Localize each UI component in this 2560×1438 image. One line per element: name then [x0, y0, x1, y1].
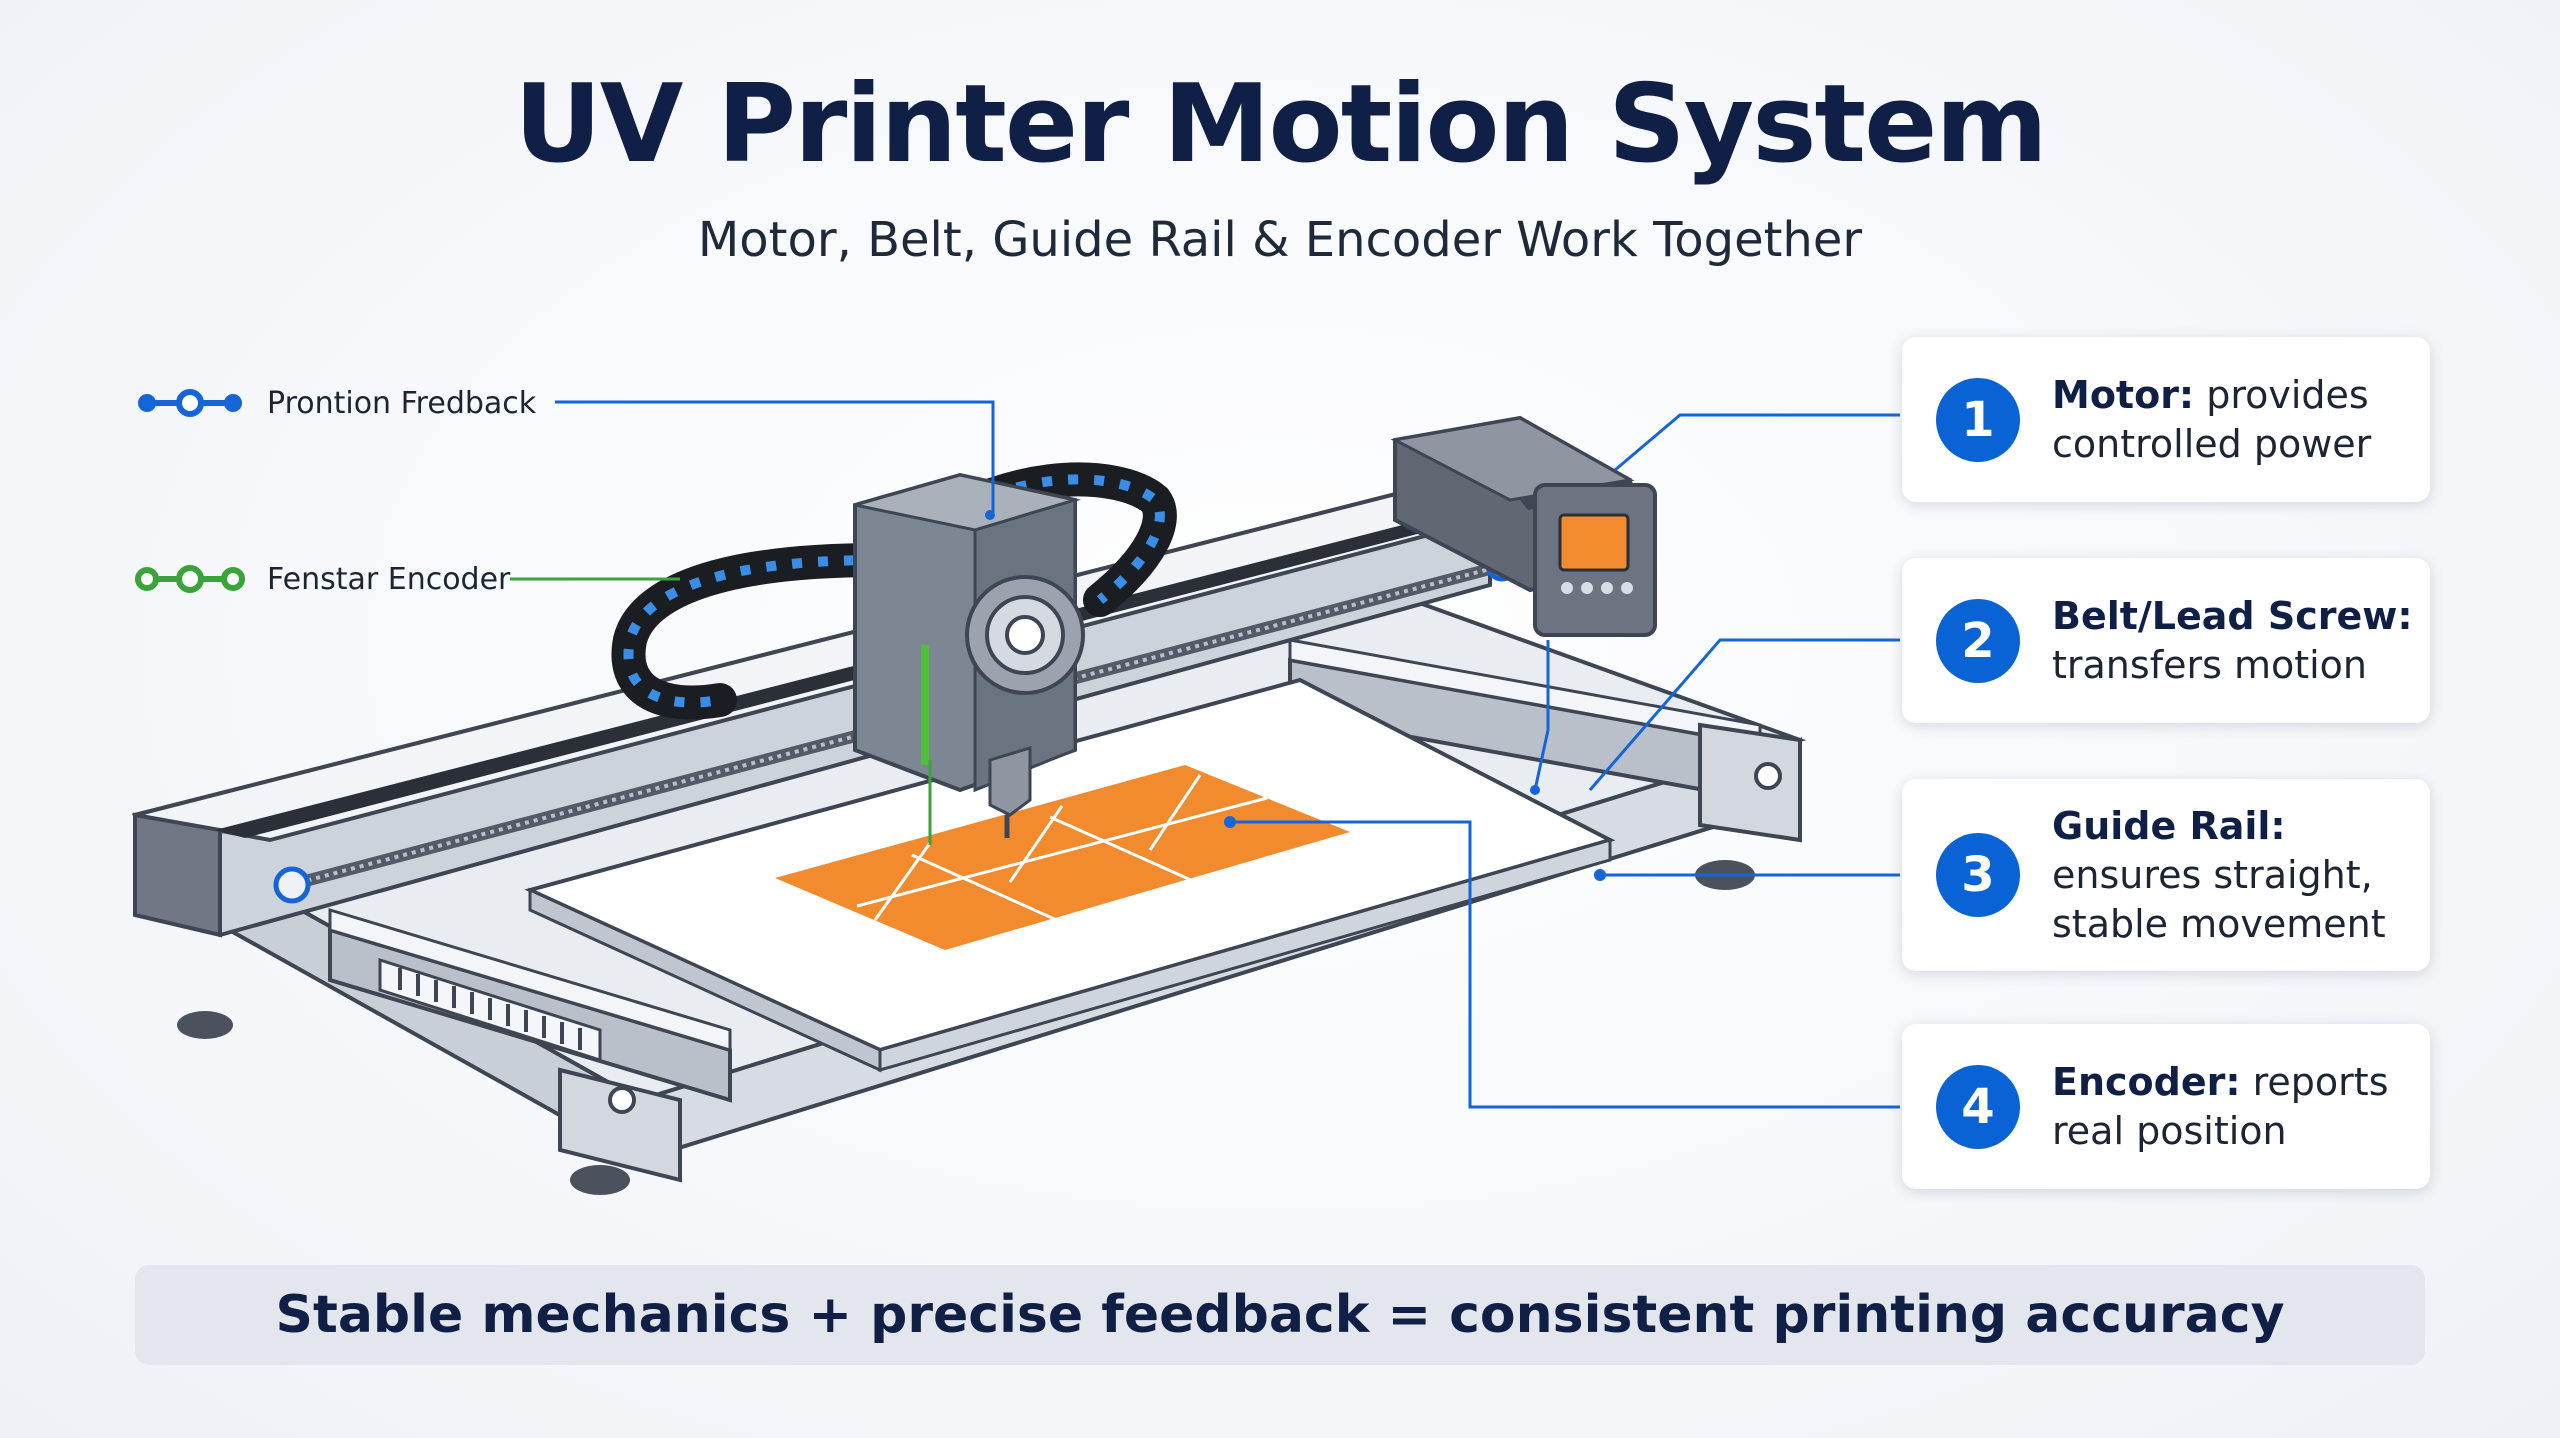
- print-bed: [524, 677, 1616, 1073]
- control-panel: [1533, 483, 1657, 637]
- callout-number: 2: [1936, 598, 2020, 683]
- summary-text: Stable mechanics + precise feedback = co…: [275, 1285, 2285, 1345]
- callout-text: Guide Rail: ensures straight, stable mov…: [2052, 803, 2386, 946]
- callout-number: 4: [1936, 1064, 2020, 1149]
- callout-number: 3: [1936, 833, 2020, 917]
- callout-motor: 1 Motor: provides controlled power: [1902, 337, 2430, 502]
- print-head-carriage: [853, 472, 1085, 838]
- legend-label: Fenstar Encoder: [267, 561, 511, 597]
- diagram-subtitle: Motor, Belt, Guide Rail & Encoder Work T…: [697, 212, 1863, 268]
- legend-label: Prontion Fredback: [267, 385, 537, 421]
- callout-number: 1: [1936, 377, 2020, 462]
- callout-text: Motor: provides controlled power: [2052, 372, 2372, 466]
- linear-encoder-strip: [378, 957, 602, 1063]
- legend-encoder: Fenstar Encoder: [135, 554, 510, 604]
- callout-text: Encoder: reports real position: [2052, 1059, 2389, 1153]
- diagram-title: UV Printer Motion System: [514, 62, 2048, 187]
- summary-banner: Stable mechanics + precise feedback = co…: [135, 1265, 2425, 1365]
- blue-chain-icon: [138, 389, 242, 417]
- leader-lines: [510, 400, 1900, 1109]
- callout-guide-rail: 3 Guide Rail: ensures straight, stable m…: [1902, 779, 2430, 971]
- callout-encoder: 4 Encoder: reports real position: [1902, 1024, 2430, 1189]
- callout-text: Belt/Lead Screw: transfers motion: [2052, 593, 2413, 687]
- green-chain-icon: [135, 565, 245, 593]
- legend-position-feedback: Prontion Fredback: [135, 378, 536, 428]
- callout-belt: 2 Belt/Lead Screw: transfers motion: [1902, 558, 2430, 723]
- print-area: [775, 765, 1350, 950]
